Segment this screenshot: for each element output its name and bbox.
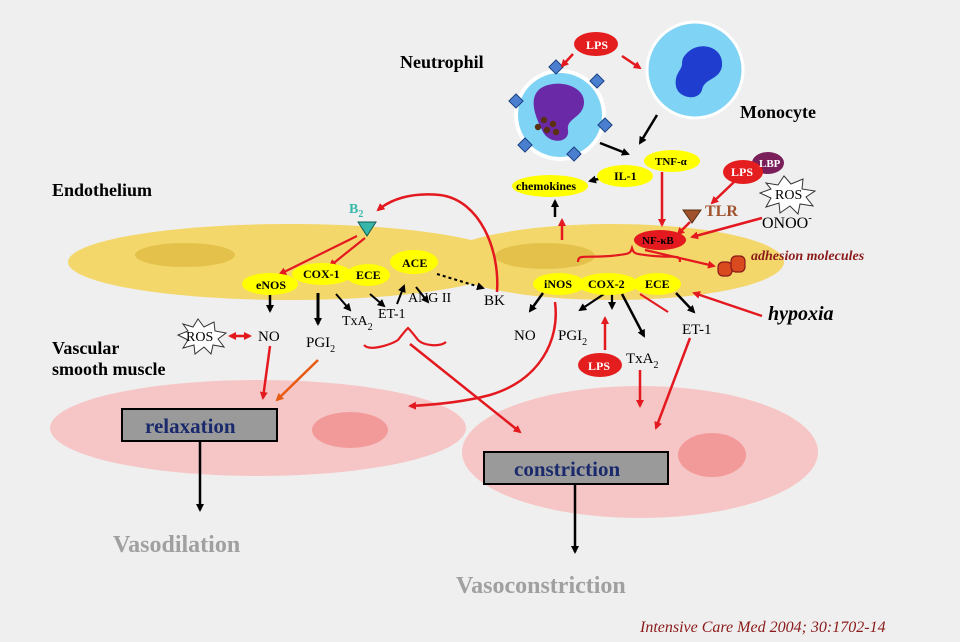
no-left-label: NO xyxy=(258,329,280,345)
no-right-label: NO xyxy=(514,328,536,344)
txa-left-subscript: 2 xyxy=(368,322,373,333)
tlr-receptor-icon xyxy=(682,209,702,224)
inos-pill xyxy=(533,273,585,295)
et1-right-label: ET-1 xyxy=(682,322,711,338)
b2-subscript: 2 xyxy=(358,209,363,220)
cox2-label: COX-2 xyxy=(588,277,625,291)
cox1-pill xyxy=(292,263,352,285)
constriction-label: constriction xyxy=(514,457,620,481)
pgi-left-label: PGI2 xyxy=(306,335,335,355)
b2-receptor-icon xyxy=(357,221,377,237)
adhesion-molecule-icon-2 xyxy=(730,255,746,273)
pgi-left-subscript: 2 xyxy=(330,344,335,355)
chemokines-pill xyxy=(512,175,588,197)
lps-badge-top xyxy=(574,32,618,56)
ros-label-left: ROS xyxy=(186,330,213,345)
ece-left-label: ECE xyxy=(356,268,381,282)
tlr-label: TLR xyxy=(705,203,738,220)
ang2-label: ANG II xyxy=(408,291,451,306)
txa-right-subscript: 2 xyxy=(654,360,659,371)
il1-pill xyxy=(597,165,653,187)
txa-right-label: TxA2 xyxy=(626,351,659,371)
hypoxia-label: hypoxia xyxy=(768,303,834,325)
endothelium-label: Endothelium xyxy=(52,180,152,200)
smooth-muscle-nucleus-right xyxy=(678,433,746,477)
endothelial-nucleus-right xyxy=(495,243,595,269)
bk-label: BK xyxy=(484,293,505,309)
ros-label-right: ROS xyxy=(775,188,802,203)
nfkb-label: NF-κB xyxy=(642,235,674,247)
lps-badge-right xyxy=(723,160,763,184)
ece-left-pill xyxy=(346,264,390,286)
ece-right-pill xyxy=(633,273,681,295)
chemokines-label: chemokines xyxy=(516,179,576,193)
inos-label: iNOS xyxy=(544,277,572,291)
lps-label-lower: LPS xyxy=(588,359,610,373)
enos-pill xyxy=(242,273,298,295)
citation: Intensive Care Med 2004; 30:1702-14 xyxy=(639,619,886,636)
tnf-pill xyxy=(644,150,700,172)
ace-pill xyxy=(390,250,438,274)
onoo-superscript: - xyxy=(808,212,812,224)
relaxation-label: relaxation xyxy=(145,414,236,438)
endothelial-cell-right xyxy=(440,224,784,300)
constriction-box xyxy=(483,451,669,485)
tnf-label: TNF-α xyxy=(655,156,688,168)
endothelial-cell-left xyxy=(68,224,512,300)
b2-label: B2 xyxy=(349,202,363,220)
neutrophil-label: Neutrophil xyxy=(400,52,484,72)
ece-right-label: ECE xyxy=(645,277,670,291)
ace-label: ACE xyxy=(402,256,427,270)
smooth-muscle-nucleus-left xyxy=(312,412,388,448)
nfkb-pill xyxy=(634,230,686,250)
adhesion-molecules-label: adhesion molecules xyxy=(751,249,865,264)
pgi-right-label: PGI2 xyxy=(558,328,587,348)
lbp-label: LBP xyxy=(759,158,781,170)
pgi-right-subscript: 2 xyxy=(582,337,587,348)
neutrophil-cell xyxy=(508,59,613,162)
cox1-label: COX-1 xyxy=(303,267,340,281)
vasoconstriction-label: Vasoconstriction xyxy=(456,573,626,599)
monocyte-label: Monocyte xyxy=(740,102,816,122)
monocyte-cell xyxy=(645,20,745,120)
vsm-label-line1: Vascular xyxy=(52,338,119,358)
ros-starburst-right xyxy=(758,175,817,216)
adhesion-molecule-icon xyxy=(717,261,733,277)
vsm-label-line2: smooth muscle xyxy=(52,359,166,379)
relaxation-box xyxy=(121,408,278,442)
vasodilation-label: Vasodilation xyxy=(113,532,240,558)
et1-left-label: ET-1 xyxy=(378,307,405,322)
il1-label: IL-1 xyxy=(614,169,637,183)
lps-label-right: LPS xyxy=(731,165,753,179)
lps-badge-lower xyxy=(578,353,622,377)
txa-left-label: TxA2 xyxy=(342,314,373,333)
enos-label: eNOS xyxy=(256,278,286,292)
cox2-pill xyxy=(578,273,638,295)
onoo-label: ONOO- xyxy=(762,212,812,232)
lps-label-top: LPS xyxy=(586,38,608,52)
endothelial-nucleus-left xyxy=(135,243,235,267)
ros-starburst-left xyxy=(176,318,228,355)
